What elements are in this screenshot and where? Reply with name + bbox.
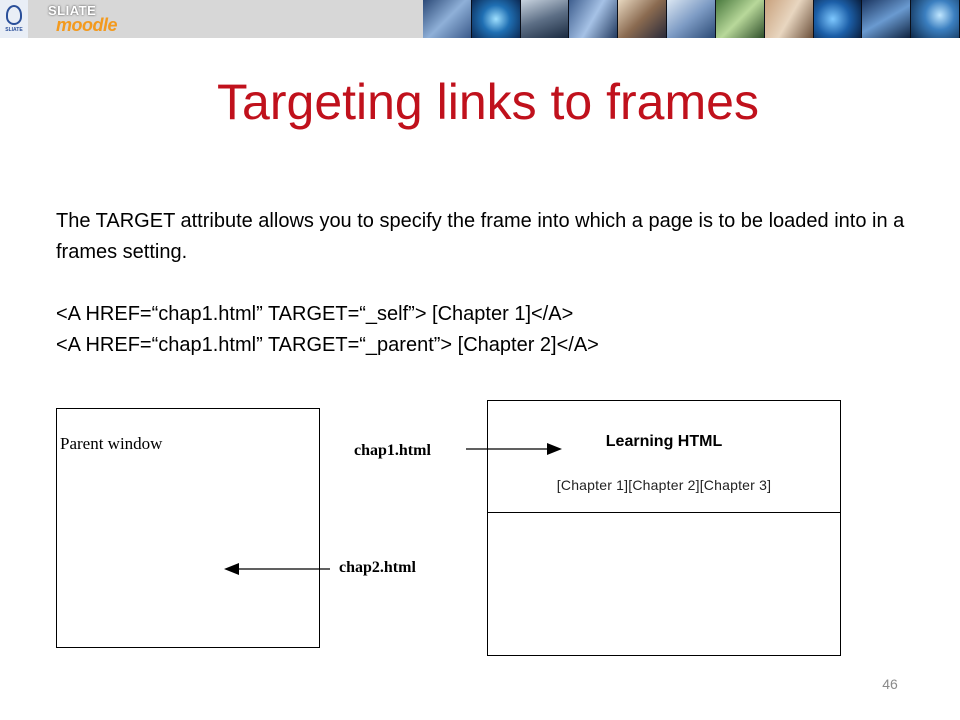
frame-title: Learning HTML xyxy=(605,433,723,450)
frame-chapter-links: [Chapter 1][Chapter 2][Chapter 3] xyxy=(556,477,772,493)
banner-photo xyxy=(715,0,765,38)
slide-title: Targeting links to frames xyxy=(217,74,759,130)
institution-logo: SLIATE xyxy=(0,0,29,38)
slide-body: The TARGET attribute allows you to speci… xyxy=(56,206,936,361)
parent-window-box: Parent window xyxy=(56,408,320,648)
body-paragraph: The TARGET attribute allows you to speci… xyxy=(56,210,905,263)
logo-text: SLIATE xyxy=(5,27,23,33)
chap1-label: chap1.html xyxy=(354,442,431,459)
banner-photo xyxy=(520,0,570,38)
banner-photo xyxy=(667,0,716,38)
banner-photo xyxy=(423,0,472,38)
banner-photo xyxy=(911,0,960,38)
banner-photo xyxy=(862,0,912,38)
header-banner: SLIATE SLIATE moodle xyxy=(0,0,960,38)
slide-number: 46 xyxy=(882,676,898,692)
code-line-1: <A HREF=“chap1.html” TARGET=“_self”> [Ch… xyxy=(56,303,574,325)
frame-divider xyxy=(488,512,840,513)
banner-photo xyxy=(764,0,814,38)
brand-area: SLIATE moodle xyxy=(28,0,423,38)
banner-photo xyxy=(569,0,619,38)
crest-icon xyxy=(6,5,22,25)
banner-photo xyxy=(471,0,521,38)
banner-photo-strip xyxy=(423,0,960,38)
brand-name: SLIATE xyxy=(48,3,97,18)
brand-product: moodle xyxy=(56,15,118,35)
parent-window-label: Parent window xyxy=(60,434,163,453)
banner-photo xyxy=(618,0,668,38)
frameset-box: Learning HTML [Chapter 1][Chapter 2][Cha… xyxy=(487,400,841,656)
chap2-label: chap2.html xyxy=(339,559,416,576)
code-line-2: <A HREF=“chap1.html” TARGET=“_parent”> [… xyxy=(56,334,599,356)
banner-photo xyxy=(813,0,863,38)
